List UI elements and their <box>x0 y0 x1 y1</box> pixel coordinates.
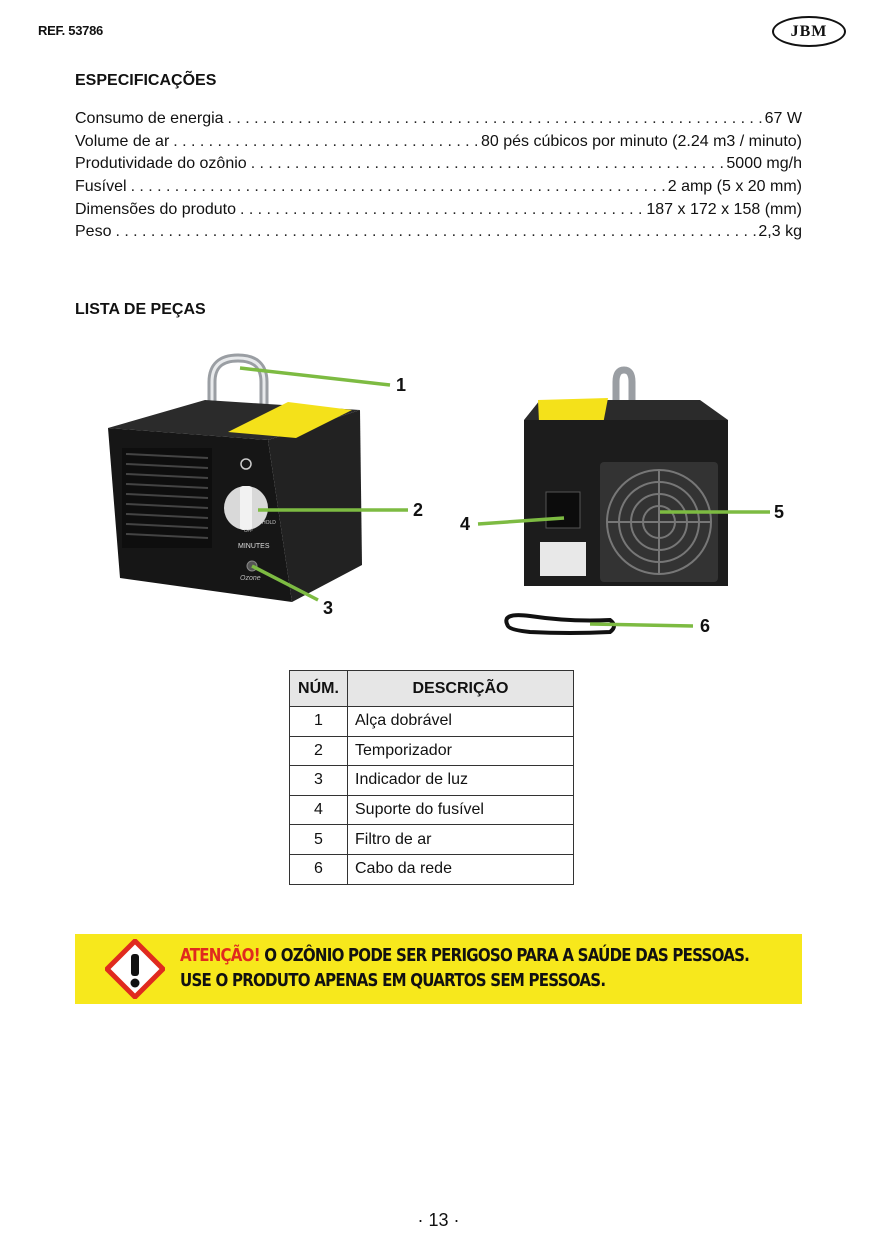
brand-logo: JBM <box>772 16 846 47</box>
warning-line-1: ATENÇÃO! O OZÔNIO PODE SER PERIGOSO PARA… <box>180 944 750 969</box>
cell-num: 2 <box>289 735 348 767</box>
handle-rear <box>612 366 636 432</box>
table-row: 2 Temporizador <box>289 735 574 767</box>
callout-3: 3 <box>323 598 334 618</box>
cell-num: 1 <box>289 706 348 737</box>
header-desc: DESCRIÇÃO <box>347 670 574 707</box>
cell-desc: Filtro de ar <box>347 824 574 855</box>
leader-dots: ........................................… <box>173 132 481 150</box>
spec-value: 5000 mg/h <box>726 155 802 173</box>
table-row: 3 Indicador de luz <box>289 765 574 796</box>
spec-row: Consumo de energia .....................… <box>75 110 802 133</box>
spec-row: Fusível ................................… <box>75 178 802 201</box>
table-row: 6 Cabo da rede <box>289 853 574 885</box>
warning-prefix: ATENÇÃO! <box>180 946 261 966</box>
page-number: · 13 · <box>417 1210 460 1230</box>
knob-grip <box>240 486 252 530</box>
table-row: 1 Alça dobrável <box>289 706 574 737</box>
specs-list: Consumo de energia .....................… <box>75 110 802 246</box>
table-row: 4 Suporte do fusível <box>289 794 574 826</box>
spec-row: Dimensões do produto ...................… <box>75 201 802 224</box>
cell-num: 6 <box>289 853 348 885</box>
rear-label-plate <box>540 542 586 576</box>
cell-desc: Temporizador <box>347 735 574 767</box>
spec-label: Peso <box>75 223 112 241</box>
leader-dots: ........................................… <box>227 110 765 127</box>
spec-label: Volume de ar <box>75 132 170 150</box>
callout-4: 4 <box>460 514 471 534</box>
spec-value: 67 W <box>764 110 802 127</box>
reference-code: REF. 53786 <box>38 23 103 38</box>
parts-table: NÚM. DESCRIÇÃO 1 Alça dobrável 2 Tempori… <box>289 670 574 885</box>
hazard-exclamation-icon <box>105 939 165 999</box>
product-illustration: MINUTES HOLD OFF Ozone <box>0 340 877 650</box>
cell-desc: Suporte do fusível <box>347 794 574 826</box>
ozone-generator-drawing: MINUTES HOLD OFF Ozone <box>108 353 770 635</box>
spec-value: 2 amp (5 x 20 mm) <box>667 178 802 196</box>
spec-value: 187 x 172 x 158 (mm) <box>646 200 802 218</box>
table-header-row: NÚM. DESCRIÇÃO <box>289 670 574 707</box>
callout-6: 6 <box>700 616 711 636</box>
fuse-socket <box>545 491 581 529</box>
leader-dots: ........................................… <box>115 223 758 241</box>
spec-label: Produtividade do ozônio <box>75 155 247 173</box>
warning-text-1: O OZÔNIO PODE SER PERIGOSO PARA A SAÚDE … <box>259 946 750 966</box>
handle-front <box>207 353 269 433</box>
spec-label: Consumo de energia <box>75 110 224 127</box>
cell-num: 5 <box>289 824 348 855</box>
fan-guard <box>606 469 712 575</box>
cell-desc: Alça dobrável <box>347 706 574 737</box>
spec-row: Produtividade do ozônio ................… <box>75 155 802 178</box>
parts-title: LISTA DE PEÇAS <box>75 301 206 318</box>
leader-dots: ........................................… <box>239 200 647 218</box>
vent-slots <box>125 453 209 539</box>
cell-desc: Indicador de luz <box>347 765 574 796</box>
spec-row: Volume de ar ...........................… <box>75 133 802 156</box>
minutes-label: MINUTES <box>238 543 270 550</box>
callout-5: 5 <box>774 502 785 522</box>
leader-dots: ........................................… <box>130 178 668 196</box>
warning-banner: ATENÇÃO! O OZÔNIO PODE SER PERIGOSO PARA… <box>75 934 802 1004</box>
warning-text-2: USE O PRODUTO APENAS EM QUARTOS SEM PESS… <box>180 971 606 991</box>
leader-lines <box>239 366 770 628</box>
device-brand: Ozone <box>240 575 261 582</box>
cell-desc: Cabo da rede <box>347 853 574 885</box>
power-icon <box>240 458 252 470</box>
table-row: 5 Filtro de ar <box>289 824 574 855</box>
spec-value: 80 pés cúbicos por minuto (2.24 m3 / min… <box>480 132 802 150</box>
leader-dots: ........................................… <box>250 155 727 173</box>
off-label: OFF <box>244 528 253 533</box>
warning-message: ATENÇÃO! O OZÔNIO PODE SER PERIGOSO PARA… <box>180 944 750 994</box>
spec-label: Fusível <box>75 178 127 196</box>
callout-2: 2 <box>413 500 424 520</box>
top-sticker <box>228 402 352 438</box>
specs-title: ESPECIFICAÇÕES <box>75 72 217 89</box>
spec-row: Peso ...................................… <box>75 223 802 246</box>
hold-label: HOLD <box>262 520 276 526</box>
callout-1: 1 <box>396 375 407 395</box>
header-num: NÚM. <box>289 670 348 707</box>
cell-num: 4 <box>289 794 348 826</box>
spec-value: 2,3 kg <box>758 223 802 241</box>
side-face <box>268 410 362 602</box>
cell-num: 3 <box>289 765 348 796</box>
spec-label: Dimensões do produto <box>75 200 236 218</box>
